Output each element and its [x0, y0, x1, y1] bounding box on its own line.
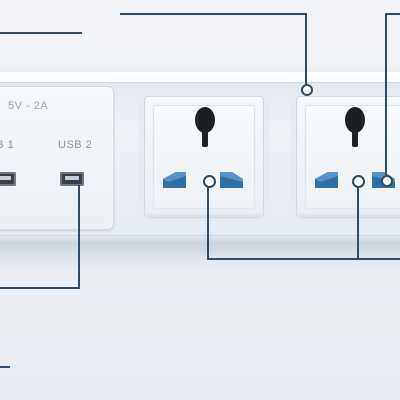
- callout-line-usb-h: [0, 287, 80, 289]
- usb-port-1: [0, 172, 16, 186]
- usb-panel: [0, 86, 114, 230]
- callout-line-top-center-v: [305, 13, 307, 85]
- usb-port-2: [60, 172, 84, 186]
- round-pin-hole-icon: [345, 107, 365, 147]
- round-pin-hole-icon: [195, 107, 215, 147]
- callout-line-bottom-left: [0, 366, 10, 368]
- callout-dot-icon: [301, 84, 313, 96]
- callout-line-top-center-h: [120, 13, 307, 15]
- callout-line-socket1-v: [207, 186, 209, 260]
- shutter-left-icon: [315, 172, 338, 188]
- usb-port-2-tongue: [65, 176, 79, 180]
- callout-line-socket2-v: [357, 186, 359, 260]
- callout-line-top-right-h: [385, 13, 400, 15]
- usb-port-1-tongue: [0, 176, 11, 180]
- shutter-right-icon: [220, 172, 243, 188]
- callout-line-top-left: [0, 32, 82, 34]
- callout-line-sockets-h: [207, 258, 400, 260]
- shutter-left-icon: [163, 172, 186, 188]
- callout-dot-icon: [381, 175, 393, 187]
- callout-dot-icon: [203, 175, 216, 188]
- callout-line-top-right-v: [385, 13, 387, 177]
- usb-port-2-label: USB 2: [58, 139, 93, 151]
- callout-line-usb-v: [78, 185, 80, 289]
- usb-rating-label: 5V - 2A: [8, 100, 49, 112]
- usb-port-1-label: USB 1: [0, 139, 15, 151]
